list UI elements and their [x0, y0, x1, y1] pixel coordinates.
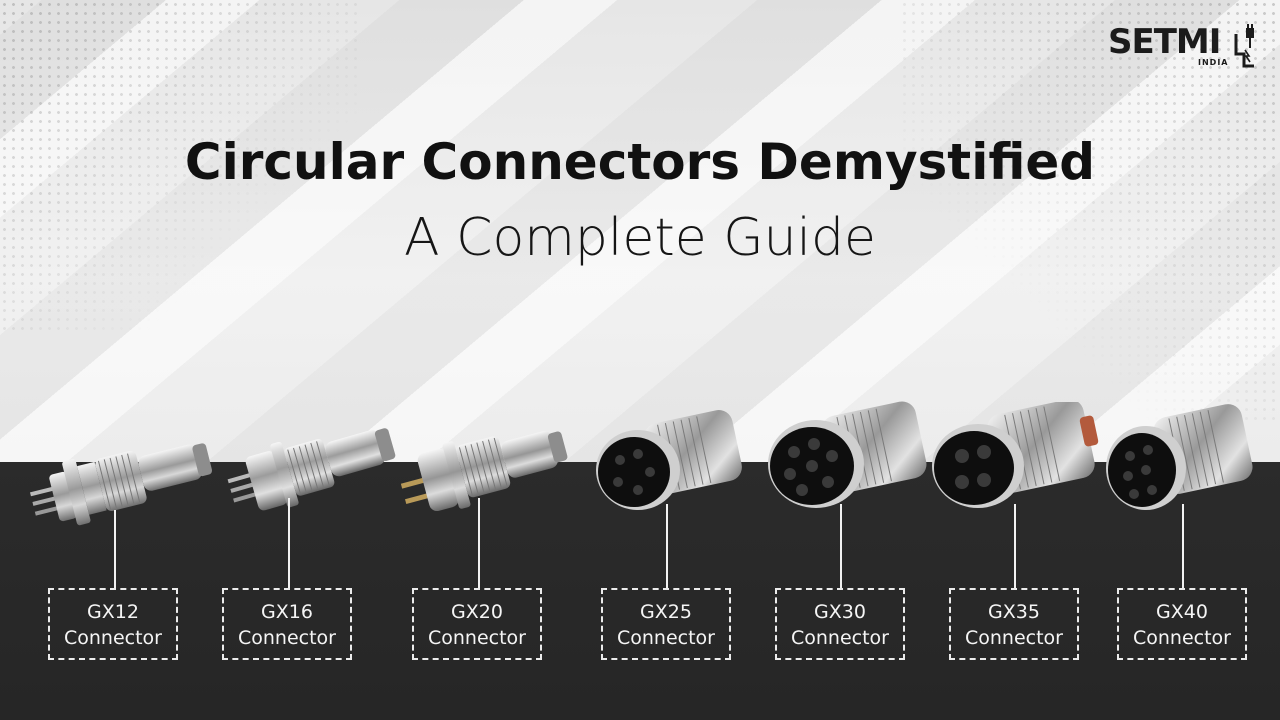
connector-gx16 [220, 412, 400, 512]
connector-pointer-line [288, 498, 290, 588]
gx16-connector-image [227, 428, 396, 511]
plug-icon [1234, 24, 1254, 68]
connector-model: GX16 [261, 601, 313, 623]
connector-gx30 [766, 400, 936, 510]
connector-gx40 [1106, 404, 1266, 514]
connector-type: Connector [428, 627, 526, 649]
connector-type: Connector [617, 627, 715, 649]
connector-model: GX12 [87, 601, 139, 623]
connector-label-box: GX16 Connector [222, 588, 352, 660]
dot-pattern-right [900, 0, 1280, 420]
logo-text: SETMI [1108, 22, 1221, 62]
connector-pointer-line [114, 510, 116, 588]
connector-model: GX40 [1156, 601, 1208, 623]
connector-gx35 [932, 399, 1102, 512]
connector-gx12 [20, 418, 220, 528]
gx40-connector-image [1106, 404, 1253, 510]
connector-pointer-line [1182, 504, 1184, 588]
light-background [0, 0, 1280, 462]
dot-pattern-left [0, 0, 360, 330]
connector-pointer-line [666, 504, 668, 588]
connector-label-box: GX25 Connector [601, 588, 731, 660]
gx25-connector-image [596, 410, 742, 510]
connector-model: GX25 [640, 601, 692, 623]
gx20-connector-image [400, 431, 568, 512]
connector-label-box: GX40 Connector [1117, 588, 1247, 660]
gx35-connector-image [932, 399, 1099, 508]
brand-logo: SETMI INDIA [1106, 20, 1256, 72]
connector-pointer-line [1014, 504, 1016, 588]
page-subtitle: A Complete Guide [404, 208, 876, 268]
connector-gx25 [594, 406, 754, 516]
logo-subtext: INDIA [1198, 58, 1229, 67]
connector-type: Connector [1133, 627, 1231, 649]
gx12-connector-image [30, 443, 213, 526]
connector-label-box: GX20 Connector [412, 588, 542, 660]
connector-pointer-line [478, 498, 480, 588]
connector-model: GX20 [451, 601, 503, 623]
connector-model: GX35 [988, 601, 1040, 623]
connector-type: Connector [238, 627, 336, 649]
connector-type: Connector [791, 627, 889, 649]
connector-gx20 [392, 412, 572, 512]
connector-type: Connector [965, 627, 1063, 649]
connector-type: Connector [64, 627, 162, 649]
connector-model: GX30 [814, 601, 866, 623]
connector-label-box: GX30 Connector [775, 588, 905, 660]
gx30-connector-image [768, 401, 927, 508]
connector-label-box: GX12 Connector [48, 588, 178, 660]
page-title: Circular Connectors Demystified [184, 133, 1096, 191]
connector-label-box: GX35 Connector [949, 588, 1079, 660]
connector-pointer-line [840, 504, 842, 588]
